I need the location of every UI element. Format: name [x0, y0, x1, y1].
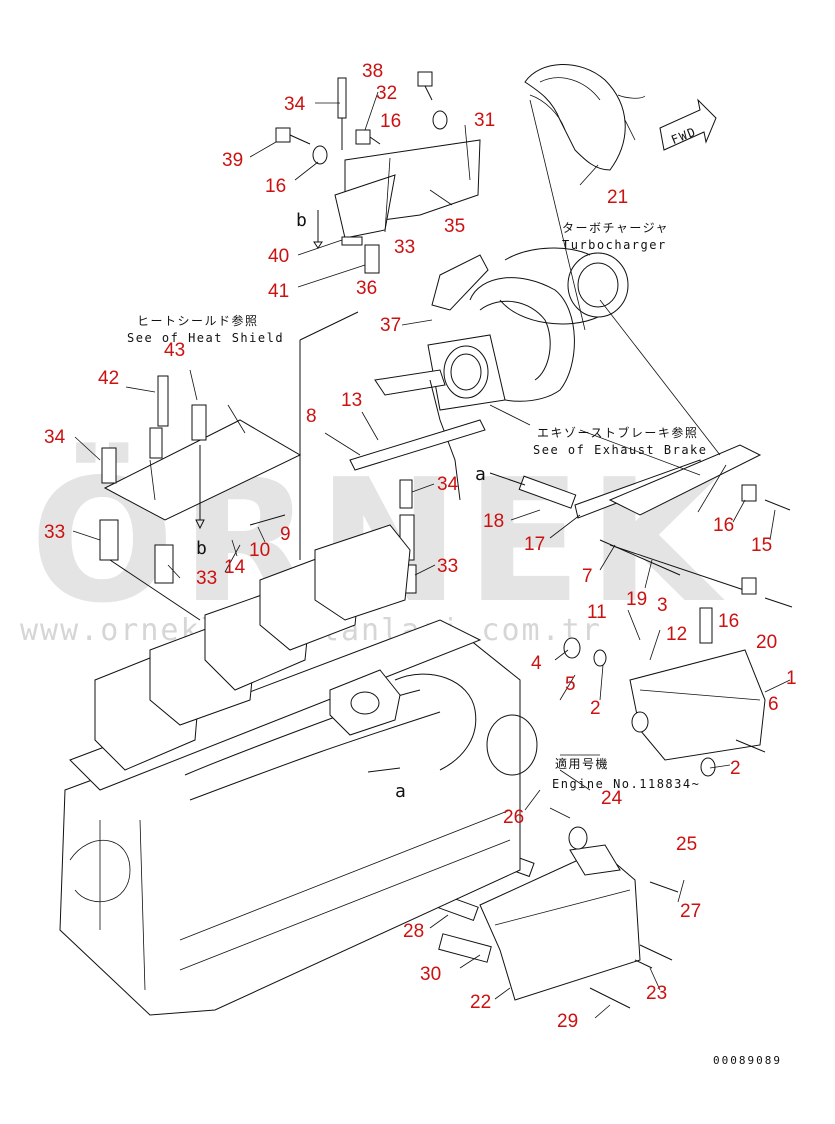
callout-37: 37 [380, 315, 401, 336]
heat-shield-note-en: See of Heat Shield [127, 331, 284, 345]
callout-15: 15 [751, 535, 772, 556]
callout-20: 20 [756, 632, 777, 653]
exhaust-bracket-drawing [249, 369, 793, 608]
callout-36: 36 [356, 278, 377, 299]
callout-16: 16 [713, 515, 734, 536]
turbocharger-drawing [427, 64, 646, 411]
heat-shield-box-drawing [563, 607, 766, 777]
engine-number-note: Engine No.118834~ [552, 777, 700, 791]
callout-31: 31 [474, 110, 495, 131]
callout-28: 28 [403, 921, 424, 942]
fwd-arrow-icon: FWD [659, 98, 717, 151]
callout-16: 16 [265, 176, 286, 197]
callout-34: 34 [284, 94, 306, 115]
callout-16: 16 [380, 111, 401, 132]
view-ref-a-lower: a [395, 781, 406, 802]
callout-40: 40 [268, 246, 289, 267]
callout-39: 39 [222, 150, 243, 171]
callout-12: 12 [666, 624, 687, 645]
callout-13: 13 [341, 390, 362, 411]
callout-1: 1 [786, 668, 797, 689]
callout-35: 35 [444, 216, 465, 237]
applicable-serial-note-jp: 適用号機 [555, 756, 609, 771]
callout-8: 8 [306, 406, 317, 427]
callout-30: 30 [420, 964, 441, 985]
callout-27: 27 [680, 901, 701, 922]
callout-34: 34 [437, 474, 459, 495]
heat-shield-bracket-drawing [275, 71, 481, 274]
callout-42: 42 [98, 368, 119, 389]
callout-25: 25 [676, 834, 697, 855]
callout-2: 2 [590, 698, 601, 719]
document-number: 00089089 [713, 1054, 782, 1067]
callout-24: 24 [601, 788, 623, 809]
leader-lines [72, 91, 791, 1019]
callout-10: 10 [249, 540, 270, 561]
callout-21: 21 [607, 187, 628, 208]
callout-17: 17 [524, 534, 545, 555]
callout-6: 6 [768, 694, 779, 715]
view-ref-b-lower: b [196, 538, 207, 559]
callout-5: 5 [565, 674, 576, 695]
callout-18: 18 [483, 511, 504, 532]
view-ref-b-upper: b [296, 210, 307, 231]
callout-26: 26 [503, 807, 524, 828]
callout-41: 41 [268, 281, 289, 302]
turbocharger-note-en: Turbocharger [562, 238, 667, 252]
callout-38: 38 [362, 61, 383, 82]
callout-33: 33 [437, 556, 458, 577]
callouts: 38 32 34 16 31 39 16 21 35 40 33 41 36 3… [44, 61, 797, 1032]
callout-4: 4 [531, 653, 542, 674]
callout-29: 29 [557, 1011, 578, 1032]
callout-11: 11 [587, 602, 607, 623]
callout-22: 22 [470, 992, 491, 1013]
callout-2: 2 [730, 758, 741, 779]
callout-3: 3 [657, 595, 668, 616]
callout-32: 32 [376, 83, 397, 104]
heat-shield-plate-drawing [99, 375, 302, 584]
turbocharger-note-jp: ターボチャージャ [562, 221, 669, 235]
callout-16: 16 [718, 611, 739, 632]
heat-shield-note-jp: ヒートシールド参照 [137, 313, 259, 328]
callout-33: 33 [196, 568, 217, 589]
callout-9: 9 [280, 524, 291, 545]
callout-7: 7 [582, 566, 593, 587]
callout-43: 43 [164, 340, 185, 361]
callout-34: 34 [44, 427, 66, 448]
exhaust-brake-note-en: See of Exhaust Brake [533, 443, 708, 457]
engine-block-drawing [59, 311, 538, 1016]
callout-14: 14 [224, 557, 246, 578]
callout-33: 33 [44, 522, 65, 543]
view-ref-a-upper: a [475, 464, 486, 485]
callout-23: 23 [646, 983, 667, 1004]
exhaust-brake-note-jp: エキゾーストブレーキ参照 [537, 425, 698, 440]
callout-19: 19 [626, 589, 647, 610]
callout-33: 33 [394, 237, 415, 258]
